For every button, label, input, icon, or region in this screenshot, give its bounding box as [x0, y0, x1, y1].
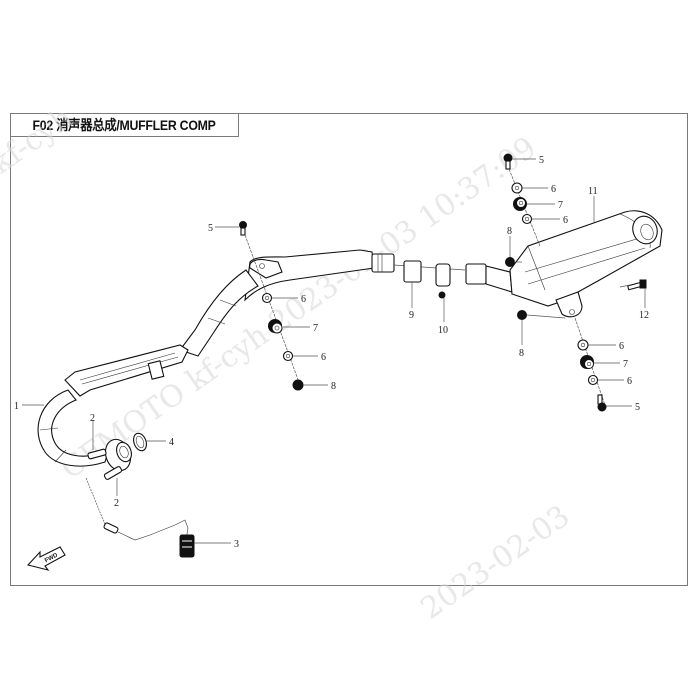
callout-5: 5	[208, 223, 213, 234]
callout-2: 2	[114, 498, 119, 509]
callout-7: 7	[623, 359, 628, 370]
bolt-muffler-bottom[interactable]	[597, 394, 607, 412]
callout-11: 11	[588, 186, 598, 197]
pipe-gasket[interactable]	[403, 260, 422, 283]
pipe-clamp[interactable]	[435, 263, 451, 299]
gasket-ring[interactable]	[131, 431, 148, 452]
callout-7: 7	[558, 200, 563, 211]
callout-8: 8	[519, 348, 524, 359]
callout-6: 6	[627, 376, 632, 387]
callout-4: 4	[169, 437, 174, 448]
callout-6: 6	[563, 215, 568, 226]
callouts: 1 2 2 3 4 5 5 5 6 6 6 6 6	[14, 155, 649, 550]
callout-8: 8	[331, 381, 336, 392]
callout-12: 12	[639, 310, 649, 321]
watermark-text: 2023-02-03	[415, 499, 577, 627]
callout-5: 5	[539, 155, 544, 166]
nut-muffler-lower[interactable]	[517, 310, 527, 320]
washer-muffler-top-2[interactable]	[521, 213, 533, 225]
callout-3: 3	[234, 539, 239, 550]
forward-direction-arrow: FWD	[26, 546, 66, 571]
callout-7: 7	[313, 323, 318, 334]
stud-bolt-upper[interactable]	[87, 448, 107, 460]
callout-9: 9	[409, 310, 414, 321]
rubber-bushing-pipe[interactable]	[268, 319, 283, 334]
page-title: F02 消声器总成/MUFFLER COMP	[32, 117, 217, 133]
exhaust-pipe[interactable]	[37, 249, 395, 467]
washer-pipe-upper[interactable]	[261, 292, 273, 304]
stud-bolt-lower[interactable]	[103, 466, 123, 480]
diagram-frame	[10, 113, 688, 586]
watermark: kf-cyh CFMOTO kf-cyh 2023-02-03 10:37:09…	[0, 100, 576, 626]
callout-6: 6	[301, 294, 306, 305]
rubber-bushing-muffler-bottom[interactable]	[580, 355, 594, 369]
washer-muffler-bottom-2[interactable]	[587, 374, 599, 386]
watermark-text: kf-cyh	[0, 100, 79, 181]
muffler[interactable]	[509, 210, 663, 318]
watermark-text: CFMOTO kf-cyh 2023-02-03 10:37:09	[55, 130, 543, 486]
nut-muffler-upper[interactable]	[505, 257, 515, 267]
title-box: F02 消声器总成/MUFFLER COMP	[10, 113, 239, 137]
washer-pipe-lower[interactable]	[282, 350, 294, 362]
callout-10: 10	[438, 325, 448, 336]
muffler-screw[interactable]	[627, 279, 647, 291]
callout-5: 5	[635, 402, 640, 413]
oxygen-sensor[interactable]	[85, 477, 195, 558]
exhaust-flange	[104, 438, 132, 472]
callout-1: 1	[14, 401, 19, 412]
callout-2: 2	[90, 413, 95, 424]
muffler-inlet	[465, 263, 513, 293]
bolt-muffler-top[interactable]	[503, 153, 513, 170]
callout-6: 6	[551, 184, 556, 195]
callout-8: 8	[507, 226, 512, 237]
washer-muffler-top-1[interactable]	[511, 182, 523, 194]
rubber-bushing-muffler-top[interactable]	[513, 197, 527, 211]
callout-6: 6	[619, 341, 624, 352]
bolt-pipe-bracket[interactable]	[239, 221, 247, 236]
washer-muffler-bottom-1[interactable]	[577, 339, 589, 351]
nut-pipe[interactable]	[292, 379, 304, 391]
callout-6: 6	[321, 352, 326, 363]
